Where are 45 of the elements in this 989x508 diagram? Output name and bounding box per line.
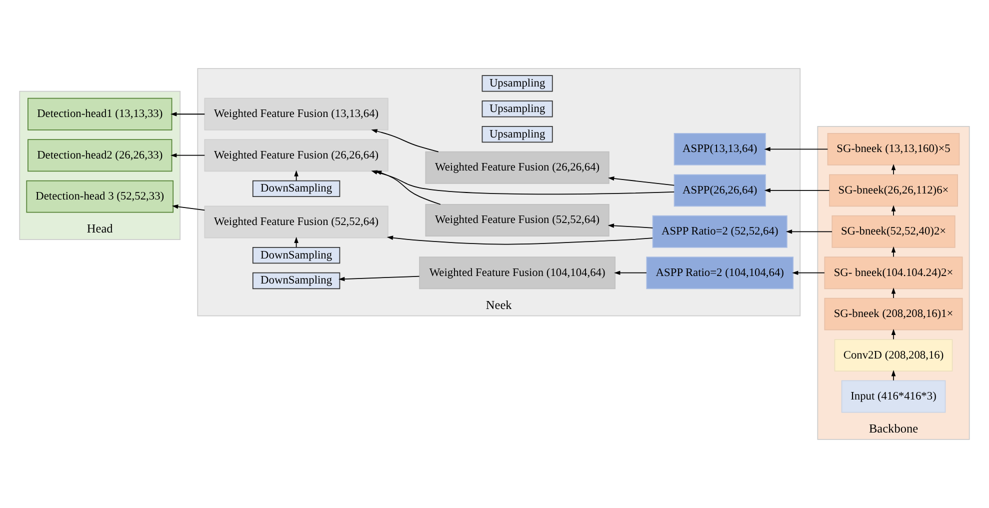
node-box: SG-bneek(52,52,40)2× <box>832 215 956 248</box>
node-box: DownSampling <box>252 180 340 197</box>
arrow <box>891 328 896 340</box>
node-box: SG-bneek(26,26,112)6× <box>829 174 958 207</box>
arrow <box>386 236 653 245</box>
node-box: ASPP Ratio=2 (104,104,64) <box>646 256 794 290</box>
arrow <box>891 288 896 298</box>
node-box: Detection-head1 (13,13,33) <box>28 98 172 130</box>
node-box: Weighted Feature Fusion (26,26,64) <box>425 151 610 184</box>
node-box: Upsampling <box>482 126 553 143</box>
node-box: ASPP(13,13,64) <box>674 132 766 166</box>
arrow <box>170 153 206 158</box>
node-box: DownSampling <box>252 246 340 264</box>
arrow <box>891 205 896 216</box>
arrow <box>338 276 420 282</box>
node-box: Weighted Feature Fusion (26,26,64) <box>204 139 388 172</box>
arrow <box>608 224 654 228</box>
arrow <box>891 164 896 175</box>
arrow <box>786 229 832 234</box>
arrow <box>371 129 439 152</box>
node-box: Upsampling <box>482 75 553 92</box>
node-box: Weighted Feature Fusion (104,104,64) <box>419 256 616 290</box>
arrow <box>792 270 825 275</box>
node-box: Weighted Feature Fusion (13,13,64) <box>204 98 388 130</box>
arrow <box>614 270 647 275</box>
node-box: ASPP Ratio=2 (52,52,64) <box>652 215 788 248</box>
arrow <box>172 204 206 211</box>
node-box: DownSampling <box>252 272 340 290</box>
node-box: Weighted Feature Fusion (52,52,64) <box>204 206 388 238</box>
node-box: Detection-head 3 (52,52,33) <box>26 180 174 213</box>
node-box: ASPP(26,26,64) <box>674 174 766 207</box>
node-box: Upsampling <box>482 100 553 118</box>
arrow <box>891 370 896 381</box>
arrow <box>764 147 828 152</box>
node-box: Input (416*416*3) <box>841 380 946 413</box>
node-box: Weighted Feature Fusion (52,52,64) <box>425 204 610 236</box>
node-box: Detection-head2 (26,26,33) <box>28 139 172 172</box>
node-box: Conv2D (208,208,16) <box>834 339 953 372</box>
node-box: SG-bneek (208,208,16)1× <box>824 298 963 330</box>
arrow <box>170 112 206 116</box>
arrow <box>608 176 675 186</box>
arrow <box>764 188 830 193</box>
arrow <box>891 246 896 258</box>
node-box: SG-bneek (13,13,160)×5 <box>827 132 960 166</box>
node-box: SG- bneek(104.104.24)2× <box>824 256 963 290</box>
